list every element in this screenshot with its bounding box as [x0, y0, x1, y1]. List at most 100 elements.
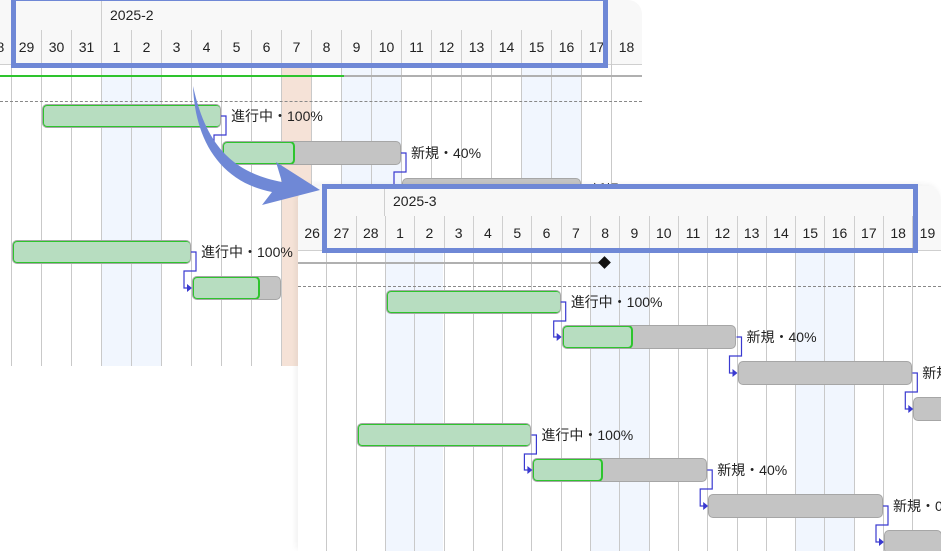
day-header-cell[interactable]: 2 — [131, 30, 161, 64]
grid-column-line — [221, 64, 222, 366]
grid-column-line — [619, 250, 621, 551]
day-header-cell[interactable]: 11 — [401, 30, 431, 64]
task-status-label: 進行中・100% — [541, 427, 634, 443]
grid-column-line — [443, 250, 445, 551]
gantt-panel-february: 2025-2 282930311234567891011121314151617… — [0, 0, 642, 366]
day-header-cell[interactable]: 3 — [161, 30, 191, 64]
task-progress-fill — [43, 105, 220, 127]
day-header-cell[interactable]: 28 — [0, 30, 11, 64]
task-progress-fill — [357, 424, 531, 446]
day-header-cell[interactable]: 13 — [461, 30, 491, 64]
day-header-cell[interactable]: 18 — [611, 30, 641, 64]
day-header-cell[interactable]: 7 — [560, 216, 590, 250]
task-bar[interactable] — [532, 458, 708, 482]
day-header-cell[interactable]: 28 — [355, 216, 385, 250]
day-header-cell[interactable]: 1 — [384, 216, 414, 250]
grid-column-line — [251, 64, 252, 366]
summary-progress-line — [0, 75, 344, 77]
dependency-link — [183, 251, 197, 289]
task-status-label: 新規・40% — [717, 462, 788, 478]
dependency-link — [904, 372, 918, 410]
day-header-cell[interactable]: 16 — [551, 30, 581, 64]
task-bar[interactable] — [737, 361, 913, 385]
dependency-arrowhead-icon — [527, 466, 533, 474]
grid-column-line — [71, 64, 72, 366]
day-header-cell[interactable]: 11 — [677, 216, 707, 250]
task-bar[interactable] — [356, 423, 532, 447]
dependency-arrowhead-icon — [703, 502, 709, 510]
day-header-cell[interactable]: 9 — [341, 30, 371, 64]
day-header-cell[interactable]: 4 — [472, 216, 502, 250]
day-header-cell[interactable]: 13 — [736, 216, 766, 250]
row-separator — [298, 286, 941, 287]
task-status-label: 新規・40% — [411, 145, 482, 161]
task-bar[interactable] — [561, 325, 737, 349]
day-header-cell[interactable]: 1 — [101, 30, 131, 64]
grid-column-line — [131, 64, 132, 366]
day-header-cell[interactable]: 6 — [531, 216, 560, 250]
task-bar[interactable] — [708, 494, 883, 518]
day-header-cell[interactable]: 15 — [521, 30, 551, 64]
weekend-column-shade — [619, 250, 649, 551]
day-header-cell[interactable]: 19 — [912, 216, 941, 250]
day-header-cell[interactable]: 26 — [298, 216, 326, 250]
grid-column-line — [281, 64, 282, 366]
dependency-arrowhead-icon — [732, 369, 738, 377]
day-header-cell[interactable]: 16 — [824, 216, 853, 250]
grid-column-line — [560, 250, 562, 551]
task-bar[interactable] — [385, 290, 561, 314]
day-header-cell[interactable]: 8 — [590, 216, 619, 250]
task-bar[interactable] — [12, 240, 191, 264]
grid-column-line — [648, 250, 650, 551]
day-header-cell[interactable]: 15 — [795, 216, 824, 250]
grid-column-line — [853, 250, 855, 551]
grid-column-line — [795, 250, 797, 551]
day-header-cell[interactable]: 5 — [221, 30, 251, 64]
day-header-cell[interactable]: 3 — [443, 216, 473, 250]
day-header-cell[interactable]: 18 — [883, 216, 912, 250]
day-header-cell[interactable]: 9 — [619, 216, 648, 250]
day-header-cell[interactable]: 7 — [281, 30, 311, 64]
dependency-link — [213, 115, 227, 154]
day-header-cell[interactable]: 10 — [371, 30, 401, 64]
grid-column-line — [11, 64, 12, 366]
day-header-cell[interactable]: 2 — [414, 216, 443, 250]
dependency-arrowhead-icon — [556, 333, 562, 341]
task-status-label: 新規・0% — [922, 365, 941, 381]
grid-column-line — [384, 250, 386, 551]
day-header-cell[interactable]: 6 — [251, 30, 281, 64]
day-header-cell[interactable]: 10 — [648, 216, 678, 250]
day-header-cell[interactable]: 12 — [707, 216, 736, 250]
summary-track — [298, 262, 604, 264]
day-header-cell[interactable]: 30 — [41, 30, 71, 64]
grid-column-line — [736, 250, 738, 551]
grid-column-line — [191, 64, 192, 366]
task-bar[interactable] — [192, 276, 281, 300]
dependency-link — [393, 152, 407, 191]
task-progress-fill — [533, 459, 604, 481]
day-header-cell[interactable]: 17 — [853, 216, 883, 250]
day-header-cell[interactable]: 17 — [581, 30, 611, 64]
dependency-link — [875, 505, 889, 543]
dependency-link — [699, 469, 713, 507]
day-header-cell[interactable]: 14 — [765, 216, 795, 250]
grid-column-line — [531, 250, 533, 551]
day-header-cell[interactable]: 12 — [431, 30, 461, 64]
task-bar[interactable] — [913, 397, 941, 421]
grid-column-line — [707, 250, 709, 551]
day-header-cell[interactable]: 31 — [71, 30, 101, 64]
grid-column-line — [414, 250, 416, 551]
month-label: 2025-3 — [384, 186, 437, 216]
grid-column-line — [677, 250, 679, 551]
month-label: 2025-2 — [101, 0, 154, 30]
day-header-cell[interactable]: 8 — [311, 30, 341, 64]
task-status-label: 新規・40% — [746, 329, 817, 345]
day-header-cell[interactable]: 14 — [491, 30, 521, 64]
day-header-cell[interactable]: 4 — [191, 30, 221, 64]
task-progress-fill — [193, 277, 260, 299]
day-header-cell[interactable]: 5 — [502, 216, 531, 250]
dependency-arrowhead-icon — [908, 405, 914, 413]
grid-column-line — [355, 250, 357, 551]
